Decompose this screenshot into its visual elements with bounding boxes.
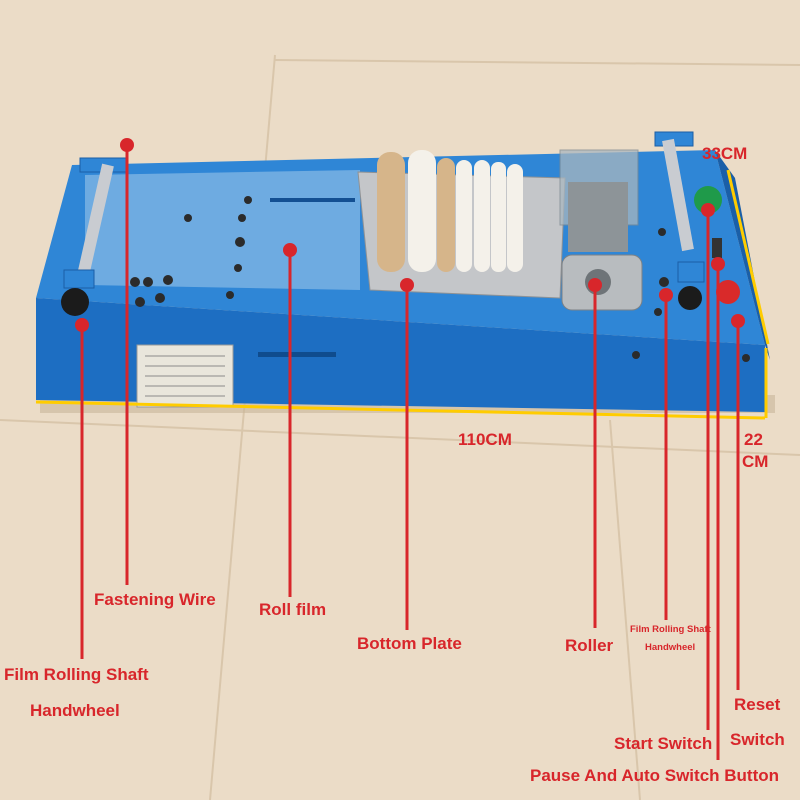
label-pause-auto-button: Pause And Auto Switch Button xyxy=(530,766,780,785)
label-reset-switch-1: Reset xyxy=(734,695,781,714)
dimension-height-unit: CM xyxy=(742,452,769,471)
sample-rods xyxy=(377,150,523,272)
label-film-shaft-handwheel-left-2: Handwheel xyxy=(30,701,120,720)
label-bottom-plate: Bottom Plate xyxy=(357,634,462,653)
label-fastening-wire: Fastening Wire xyxy=(94,590,216,609)
right-film-shaft xyxy=(662,138,694,252)
machine-side xyxy=(715,150,770,360)
nameplate-lines xyxy=(145,355,225,397)
label-film-shaft-handwheel-right-1: Film Rolling Shaft xyxy=(630,624,711,635)
label-film-shaft-handwheel-left-1: Film Rolling Shaft xyxy=(4,665,149,684)
fastening-posts xyxy=(130,196,252,307)
label-roller: Roller xyxy=(565,636,614,655)
leader-lines xyxy=(80,145,740,760)
dimension-lines xyxy=(35,169,770,420)
roller-body xyxy=(568,182,628,252)
pause-auto-button xyxy=(716,280,740,304)
left-film-shaft xyxy=(76,163,114,282)
reset-switch xyxy=(712,238,722,258)
label-film-shaft-handwheel-right-2: Handwheel xyxy=(645,642,696,653)
start-switch xyxy=(694,186,722,214)
left-shaft-base xyxy=(63,269,95,289)
right-shaft-base xyxy=(677,261,705,283)
front-slot xyxy=(258,352,336,357)
dimension-width: 33CM xyxy=(702,144,748,163)
left-handwheel xyxy=(61,288,89,316)
label-roll-film: Roll film xyxy=(259,600,327,619)
dimension-length: 110CM xyxy=(458,430,512,449)
dimension-height-value: 22 xyxy=(744,430,763,449)
label-reset-switch-2: Switch xyxy=(730,730,785,749)
small-fasteners-right xyxy=(632,228,750,362)
right-handwheel xyxy=(678,286,702,310)
leader-dots xyxy=(75,138,745,332)
top-slot xyxy=(270,198,355,202)
label-start-switch: Start Switch xyxy=(614,734,713,753)
